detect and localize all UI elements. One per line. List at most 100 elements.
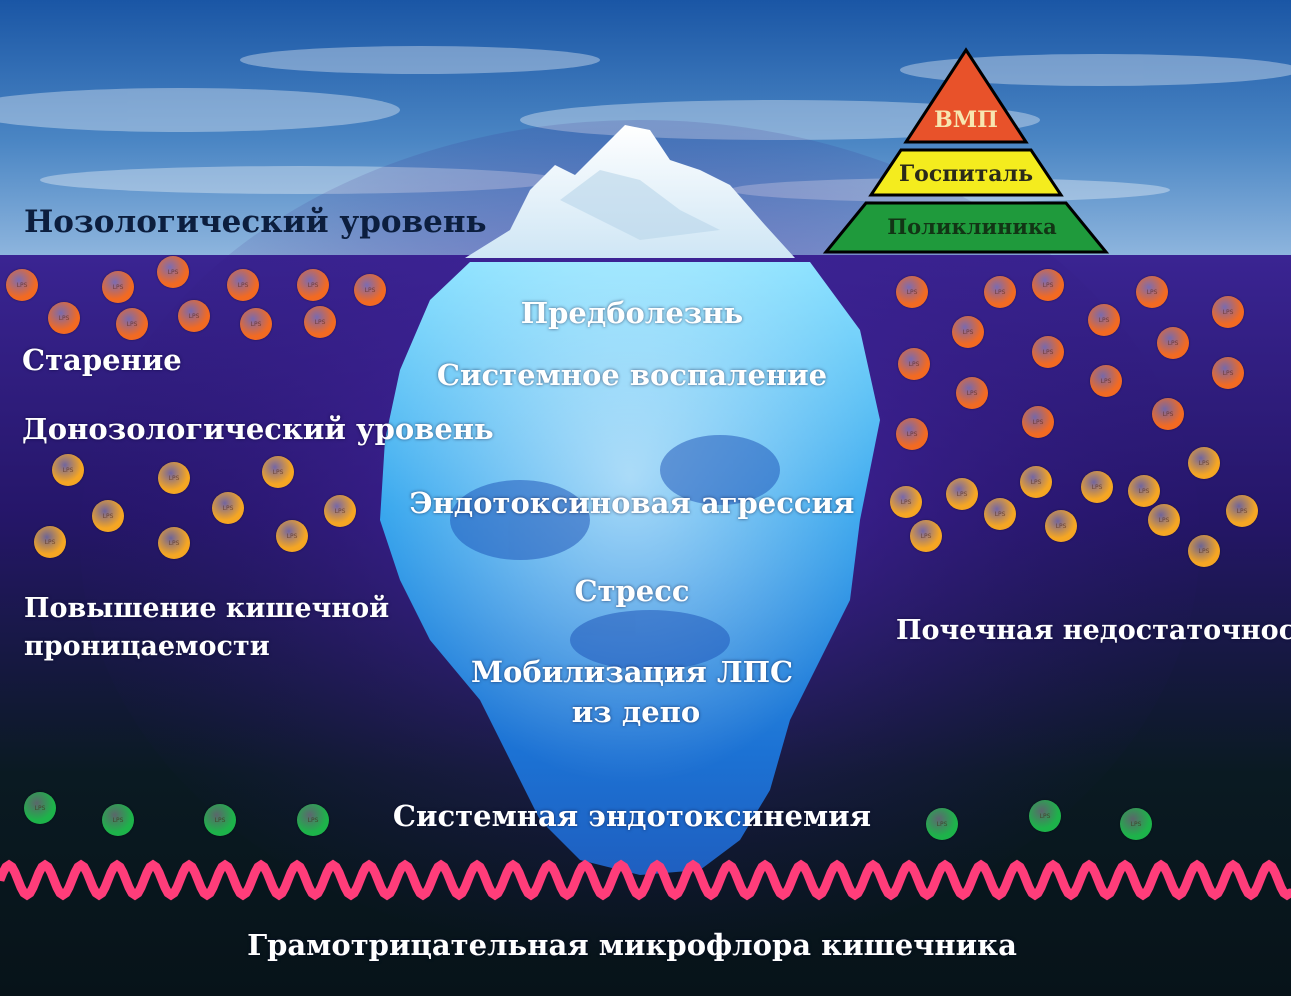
permeability-label-line1: Повышение кишечной [24,593,390,624]
aging-label: Старение [22,343,182,377]
stress-label: Стресс [574,574,690,608]
lps-particle-label: LPS [956,490,968,498]
lps-particle-red: LPS [1022,406,1054,438]
lps-particle-label: LPS [1198,547,1210,555]
lps-particle-label: LPS [962,328,974,336]
microflora-wave [0,859,1291,901]
lps-particle-orange: LPS [52,454,84,486]
lps-particle-label: LPS [994,510,1006,518]
lps-particle-label: LPS [1146,288,1158,296]
lps-particle-orange: LPS [1148,504,1180,536]
lps-particle-label: LPS [1042,348,1054,356]
lps-particle-label: LPS [168,474,180,482]
lps-particle-orange: LPS [1081,471,1113,503]
lps-particle-red: LPS [102,271,134,303]
lps-particle-red: LPS [240,308,272,340]
lps-particle-green: LPS [204,804,236,836]
lps-particle-red: LPS [297,269,329,301]
lps-particle-label: LPS [906,288,918,296]
lps-particle-red: LPS [1212,296,1244,328]
lps-particle-label: LPS [102,512,114,520]
pyramid-top-tier [903,47,1029,144]
lps-particle-label: LPS [307,281,319,289]
lps-particle-label: LPS [1222,308,1234,316]
lps-particle-red: LPS [896,418,928,450]
lps-particle-label: LPS [222,504,234,512]
lps-particle-label: LPS [334,507,346,515]
systemic-endotoxinemia-label: Системная эндотоксинемия [392,799,872,833]
lps-particle-label: LPS [906,430,918,438]
nosological-level-label: Нозологический уровень [24,204,487,240]
lps-mobilization-label-line1: Мобилизация ЛПС [470,655,794,689]
lps-particle-label: LPS [1098,316,1110,324]
lps-particle-green: LPS [297,804,329,836]
renal-failure-label: Почечная недостаточность [896,615,1291,646]
lps-particle-label: LPS [272,468,284,476]
lps-particle-orange: LPS [890,486,922,518]
lps-particle-orange: LPS [158,527,190,559]
lps-particle-red: LPS [1152,398,1184,430]
lps-particle-red: LPS [227,269,259,301]
lps-particle-label: LPS [1162,410,1174,418]
lps-particle-label: LPS [1100,377,1112,385]
lps-particle-orange: LPS [946,478,978,510]
lps-particle-red: LPS [1032,269,1064,301]
lps-particle-label: LPS [58,314,70,322]
lps-particle-orange: LPS [910,520,942,552]
lps-particle-orange: LPS [984,498,1016,530]
pyramid-middle-label: Госпиталь [898,161,1034,187]
lps-particle-label: LPS [900,498,912,506]
lps-particle-green: LPS [926,808,958,840]
lps-particle-label: LPS [286,532,298,540]
care-level-pyramid [822,47,1110,254]
lps-particle-label: LPS [167,268,179,276]
lps-particle-red: LPS [1090,365,1122,397]
lps-particle-orange: LPS [324,495,356,527]
microflora-label: Грамотрицательная микрофлора кишечника [247,928,1017,962]
lps-particle-green: LPS [1120,808,1152,840]
lps-particle-red: LPS [896,276,928,308]
lps-particle-orange: LPS [34,526,66,558]
lps-particle-red: LPS [1032,336,1064,368]
lps-particle-label: LPS [1042,281,1054,289]
lps-particle-red: LPS [6,269,38,301]
endotoxin-aggression-label: Эндотоксиновая агрессия [409,486,855,520]
lps-particle-orange: LPS [1128,475,1160,507]
lps-particle-label: LPS [126,320,138,328]
lps-particle-label: LPS [1158,516,1170,524]
lps-particle-red: LPS [1157,327,1189,359]
lps-particle-green: LPS [1029,800,1061,832]
lps-particle-label: LPS [16,281,28,289]
lps-particle-red: LPS [157,256,189,288]
lps-particle-label: LPS [966,389,978,397]
lps-mobilization-label-line2: из депо [571,695,701,729]
lps-particle-red: LPS [1212,357,1244,389]
lps-particle-label: LPS [1167,339,1179,347]
lps-particle-label: LPS [237,281,249,289]
lps-particle-label: LPS [994,288,1006,296]
lps-particle-label: LPS [168,539,180,547]
lps-particle-label: LPS [1032,418,1044,426]
lps-particle-label: LPS [908,360,920,368]
lps-particle-label: LPS [920,532,932,540]
lps-particle-red: LPS [304,306,336,338]
lps-particle-label: LPS [307,816,319,824]
lps-particle-orange: LPS [1188,447,1220,479]
pyramid-middle-tier [868,148,1064,197]
lps-particle-orange: LPS [276,520,308,552]
lps-particle-red: LPS [178,300,210,332]
lps-particle-green: LPS [102,804,134,836]
lps-particle-label: LPS [936,820,948,828]
lps-particle-red: LPS [984,276,1016,308]
lps-particle-red: LPS [952,316,984,348]
lps-particle-label: LPS [62,466,74,474]
lps-particle-label: LPS [1091,483,1103,491]
lps-particle-orange: LPS [1188,535,1220,567]
lps-particle-green: LPS [24,792,56,824]
lps-particle-red: LPS [956,377,988,409]
lps-particle-label: LPS [1130,820,1142,828]
lps-particle-orange: LPS [1020,466,1052,498]
pyramid-bottom-tier [822,201,1110,254]
lps-particle-label: LPS [1198,459,1210,467]
